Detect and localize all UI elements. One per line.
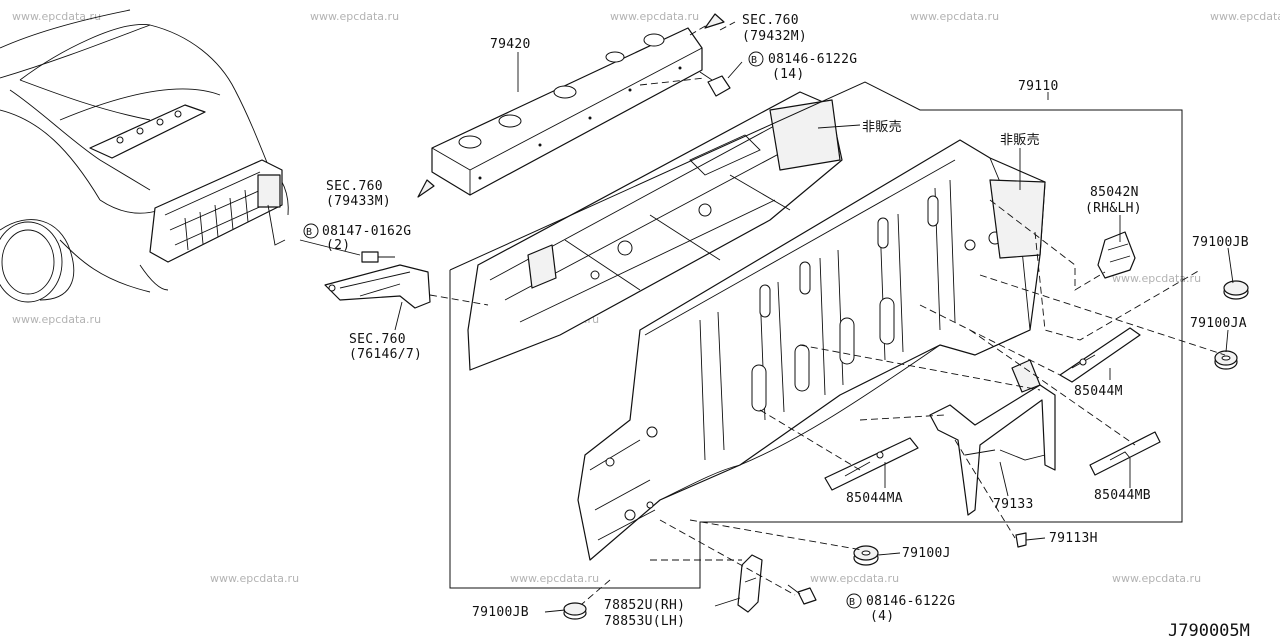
label-79100jb-bottom: 79100JB: [472, 605, 529, 620]
labels: 79420 79110 SEC.760 (79432M) B 08146-612…: [303, 13, 1250, 640]
watermark: www.epcdata.ru: [12, 10, 101, 23]
label-85044mb: 85044MB: [1094, 488, 1151, 503]
bolt-marker-letter: B: [306, 227, 312, 238]
part-79100j-grommet: [853, 545, 879, 566]
bolt-marker-icon: [748, 51, 764, 67]
label-79100ja: 79100JA: [1190, 316, 1247, 331]
label-79133: 79133: [993, 497, 1034, 512]
label-bolt-left: 08147-0162G: [322, 224, 411, 239]
watermark: www.epcdata.ru: [210, 572, 299, 585]
watermark: www.epcdata.ru: [610, 10, 699, 23]
part-79100jb-grommet-right: [1223, 280, 1249, 300]
assembly-frame: [449, 81, 1183, 589]
bolt-marker-letter: B: [751, 55, 757, 66]
bolt-08146-6122g-top: [699, 71, 731, 97]
label-85044ma: 85044MA: [846, 491, 903, 506]
car-rear-illustration: [0, 9, 289, 303]
watermark: www.epcdata.ru: [810, 572, 899, 585]
arrow-down-left-icon: [417, 179, 435, 198]
label-bolt-bottom-qty: (4): [870, 609, 894, 624]
arrow-up-right-icon: [704, 13, 725, 29]
watermark: www.epcdata.ru: [910, 10, 999, 23]
label-78852u: 78852U(RH): [604, 598, 685, 613]
label-78853u: 78853U(LH): [604, 614, 685, 629]
bolt-08146-6122g-bottom: [787, 584, 817, 605]
watermark: www.epcdata.ru: [1112, 272, 1201, 285]
label-bolt-top: 08146-6122G: [768, 52, 857, 67]
part-79420-reinforcement: [431, 21, 713, 196]
section-arrows: [417, 13, 725, 198]
part-79113h-clip: [1015, 532, 1027, 548]
label-79100jb-right: 79100JB: [1192, 235, 1249, 250]
label-bolt-left-qty: (2): [326, 238, 350, 253]
part-85044mb-bracket: [1089, 431, 1161, 476]
watermark: www.epcdata.ru: [1112, 572, 1201, 585]
bolt-marker-icon: [303, 223, 319, 239]
sec760-lower-bracket: [324, 251, 431, 309]
label-sec760-top-ref: (79432M): [742, 29, 807, 44]
assembly-lines: [429, 21, 1226, 605]
label-sec760-top: SEC.760: [742, 13, 799, 28]
leader-lines: [299, 52, 1234, 613]
watermark: www.epcdata.ru: [1210, 10, 1280, 23]
watermark: www.epcdata.ru: [510, 572, 599, 585]
label-bolt-top-qty: (14): [772, 67, 805, 82]
part-79110-rear-panel: [467, 91, 1046, 561]
label-79113h: 79113H: [1049, 531, 1098, 546]
label-79110: 79110: [1018, 79, 1059, 94]
bolt-marker-icon: [846, 593, 862, 609]
part-85042n-bracket: [1097, 231, 1136, 279]
label-sec760-lower: SEC.760: [349, 332, 406, 347]
part-78852u-bracket: [737, 554, 763, 613]
label-79420: 79420: [490, 37, 531, 52]
part-79100jb-grommet-bottom: [563, 602, 587, 620]
part-79133-brace: [929, 359, 1056, 516]
part-85044ma-bracket: [824, 437, 919, 491]
label-bolt-bottom: 08146-6122G: [866, 594, 955, 609]
label-85042n: 85042N: [1090, 185, 1139, 200]
label-sec760-left-ref: (79433M): [326, 194, 391, 209]
label-79100j: 79100J: [902, 546, 951, 561]
watermark: www.epcdata.ru: [12, 313, 101, 326]
label-sec760-left: SEC.760: [326, 179, 383, 194]
label-sec760-lower-ref: (76146/7): [349, 347, 422, 362]
label-85042n-side: (RH&LH): [1085, 201, 1142, 216]
part-79100ja-grommet: [1214, 350, 1238, 370]
label-not-for-sale-2: 非販売: [1000, 132, 1040, 148]
part-85044m-bracket: [1059, 327, 1141, 383]
watermark: www.epcdata.ru: [310, 10, 399, 23]
label-not-for-sale-1: 非販売: [862, 119, 902, 135]
label-85044m: 85044M: [1074, 384, 1123, 399]
diagram-code: J790005M: [1168, 621, 1250, 640]
bolt-marker-letter: B: [849, 597, 855, 608]
